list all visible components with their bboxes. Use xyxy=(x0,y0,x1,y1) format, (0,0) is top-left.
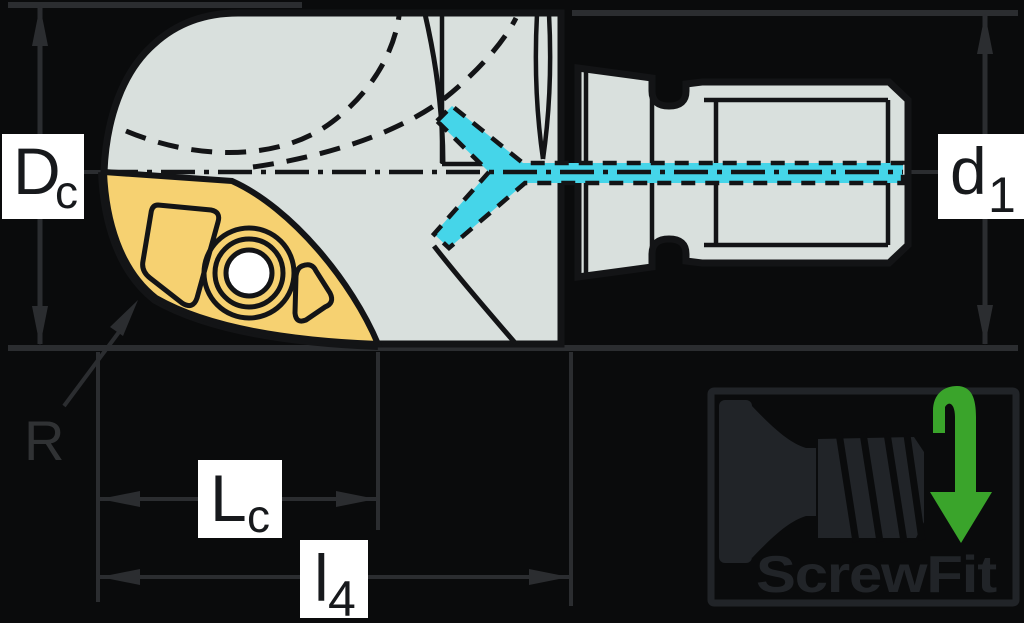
logo-thread-slashes xyxy=(835,432,926,543)
insert-pocket-small xyxy=(292,262,335,324)
label-box xyxy=(300,540,368,618)
label-box xyxy=(198,460,282,538)
logo-border xyxy=(707,387,1020,607)
arrowhead-left-icon xyxy=(100,569,140,585)
label-l4-sub: 4 xyxy=(328,571,356,623)
coolant-channels xyxy=(430,102,906,252)
label-lc-sub: c xyxy=(247,490,270,542)
label-dc-sub: c xyxy=(55,166,78,218)
arrowhead-leader-icon xyxy=(110,300,138,336)
arrowhead-up-icon xyxy=(32,6,48,46)
label-r: R xyxy=(24,409,64,472)
arrowhead-right-icon xyxy=(336,491,376,507)
label-l4: l 4 xyxy=(300,540,368,623)
label-d1-sub: 1 xyxy=(988,167,1016,223)
tool-body xyxy=(98,9,912,350)
label-d1: d 1 xyxy=(938,134,1024,223)
label-box xyxy=(2,134,84,219)
logo-brand-text: ScrewFit xyxy=(756,546,997,604)
arrowhead-left-icon xyxy=(100,491,140,507)
label-box xyxy=(938,134,1024,219)
insert-pocket-large xyxy=(140,202,222,309)
arrowhead-right-icon xyxy=(529,569,569,585)
label-l4-main: l xyxy=(314,541,329,615)
label-d1-main: d xyxy=(950,134,987,208)
hidden-curve-inner xyxy=(252,16,519,170)
indexable-insert xyxy=(100,168,383,348)
arrowhead-up-icon xyxy=(977,14,993,54)
label-dc-main: D xyxy=(13,134,61,208)
label-lc-main: L xyxy=(210,461,247,535)
arrowhead-down-icon xyxy=(977,305,993,345)
edge-arc-right-b xyxy=(540,13,553,160)
screw-in-arrow-icon xyxy=(930,386,992,543)
dimension-labels: D c d 1 L c l 4 R xyxy=(2,134,1024,623)
screwfit-logo: ScrewFit xyxy=(707,386,1020,607)
screw-hole xyxy=(223,247,275,299)
screw-boss-inner xyxy=(212,236,286,310)
dimension-r-leader xyxy=(62,300,138,408)
head-detail-lines xyxy=(422,13,553,346)
arrowhead-down-icon xyxy=(32,306,48,346)
hidden-profile-curves xyxy=(125,15,519,170)
label-lc: L c xyxy=(198,460,282,542)
edge-arc-right-a xyxy=(533,13,546,160)
label-dc: D c xyxy=(2,134,84,219)
flute-curve xyxy=(432,244,518,346)
